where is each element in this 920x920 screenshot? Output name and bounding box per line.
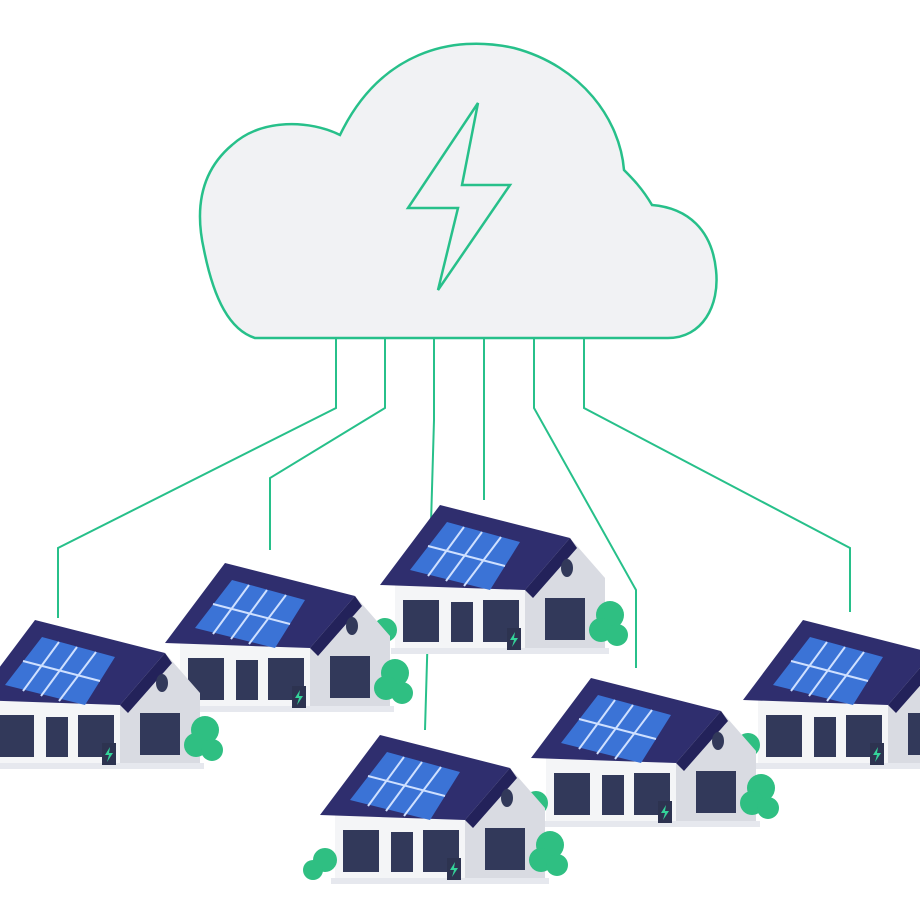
line-to-house-right (583, 338, 851, 612)
cloud-icon (198, 42, 718, 340)
house-icon (513, 677, 780, 828)
line-to-house-mid-right (533, 338, 637, 668)
line-to-house-left (57, 338, 337, 618)
house-icon (725, 619, 920, 770)
lightning-bolt-icon (405, 102, 513, 291)
house-icon (302, 734, 569, 885)
line-to-house-mid-left (269, 338, 386, 550)
house-icon (362, 504, 629, 655)
grid-connection-lines (57, 338, 851, 731)
